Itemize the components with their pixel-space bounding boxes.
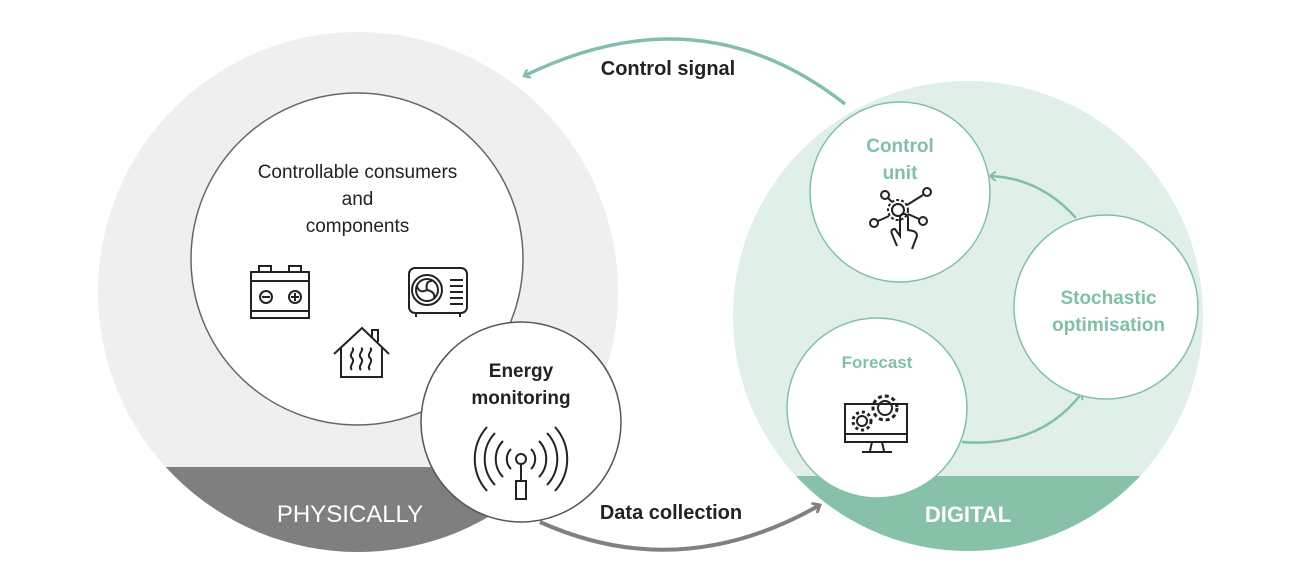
data-collection-label: Data collection (599, 502, 743, 524)
consumers-title-line-1: Controllable consumers (257, 162, 458, 183)
heat-pump-icon (408, 267, 468, 317)
forecast-title: Forecast (807, 349, 947, 376)
control-signal-label: Control signal (600, 58, 736, 80)
energy-monitoring-line-2: monitoring (471, 388, 571, 409)
control-network-icon (869, 187, 932, 250)
monitor-gears-icon (844, 394, 908, 453)
energy-monitoring-circle (420, 321, 622, 523)
consumers-title-line-3: components (305, 216, 410, 237)
data-collection-arrow (539, 505, 820, 552)
consumers-title-line-2: and (341, 189, 374, 210)
control-unit-line-2: unit (882, 163, 918, 184)
stochastic-line-2: optimisation (1052, 315, 1165, 336)
forecast-line-1: Forecast (841, 353, 913, 372)
energy-monitoring-title: Energy monitoring (451, 358, 591, 412)
control-unit-line-1: Control (866, 136, 934, 157)
battery-icon (250, 265, 310, 319)
consumers-title: Controllable consumers and components (230, 159, 485, 240)
control-signal-arrow (524, 37, 847, 106)
physically-label: PHYSICALLY (276, 501, 424, 528)
control-unit-title: Control unit (830, 133, 970, 187)
digital-label: DIGITAL (924, 502, 1012, 527)
consumers-circle (190, 92, 524, 426)
stochastic-line-1: Stochastic (1060, 288, 1157, 309)
stochastic-circle (1013, 214, 1199, 400)
stochastic-title: Stochastic optimisation (1026, 285, 1191, 339)
optimisation-to-control-arrow (990, 176, 1077, 219)
forecast-to-optimisation-arrow (961, 393, 1082, 444)
house-heating-icon (333, 326, 390, 378)
energy-monitoring-line-1: Energy (488, 361, 554, 382)
control-unit-circle (809, 101, 991, 283)
antenna-icon (473, 426, 569, 500)
